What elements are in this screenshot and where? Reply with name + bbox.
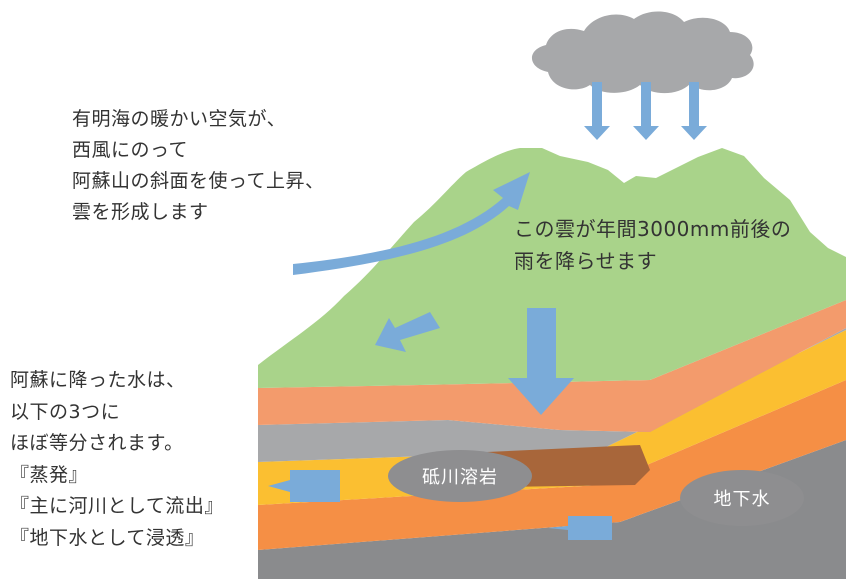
infiltration-arrow [508, 308, 574, 415]
groundwater-label: 地下水 [713, 489, 771, 510]
wind-line: 西風にのって [72, 139, 189, 161]
wind-arrow [293, 172, 530, 275]
rain-line: 雨を降らせます [514, 249, 658, 273]
split-line: 『蒸発』 [10, 463, 89, 486]
split-line: ほぼ等分されます。 [10, 432, 184, 454]
evaporation-arrow [375, 312, 440, 352]
split-line: 阿蘇に降った水は、 [10, 369, 186, 391]
rain-arrow-left [584, 82, 610, 140]
water-split-description: 阿蘇に降った水は、 以下の3つに ほぼ等分されます。 『蒸発』 『主に河川として… [10, 365, 224, 554]
rain-line: この雲が年間3000mm前後の [514, 217, 792, 241]
orange-layer [258, 380, 846, 550]
split-line: 『主に河川として流出』 [10, 495, 224, 517]
rain-arrow-right [681, 82, 707, 140]
bedrock-layer [258, 440, 846, 579]
wind-line: 有明海の暖かい空気が、 [72, 108, 287, 130]
river-outflow-arrow [268, 470, 340, 502]
rain-arrows [584, 82, 707, 140]
upper-orange-layer [258, 300, 846, 432]
lava-label: 砥川溶岩 [422, 467, 498, 488]
wind-line: 雲を形成します [72, 201, 209, 223]
wind-description: 有明海の暖かい空気が、 西風にのって 阿蘇山の斜面を使って上昇、 雲を形成します [72, 104, 325, 228]
lava-label-ellipse [388, 450, 532, 502]
cloud [531, 11, 754, 94]
rain-description: この雲が年間3000mm前後の 雨を降らせます [514, 213, 791, 277]
rain-arrow-middle [633, 82, 659, 140]
groundwater-flow-arrow [548, 516, 612, 540]
split-line: 『地下水として浸透』 [10, 526, 205, 549]
split-line: 以下の3つに [10, 400, 121, 423]
groundwater-label-ellipse [680, 470, 804, 526]
wind-line: 阿蘇山の斜面を使って上昇、 [72, 170, 325, 192]
gray-layer [258, 328, 846, 462]
